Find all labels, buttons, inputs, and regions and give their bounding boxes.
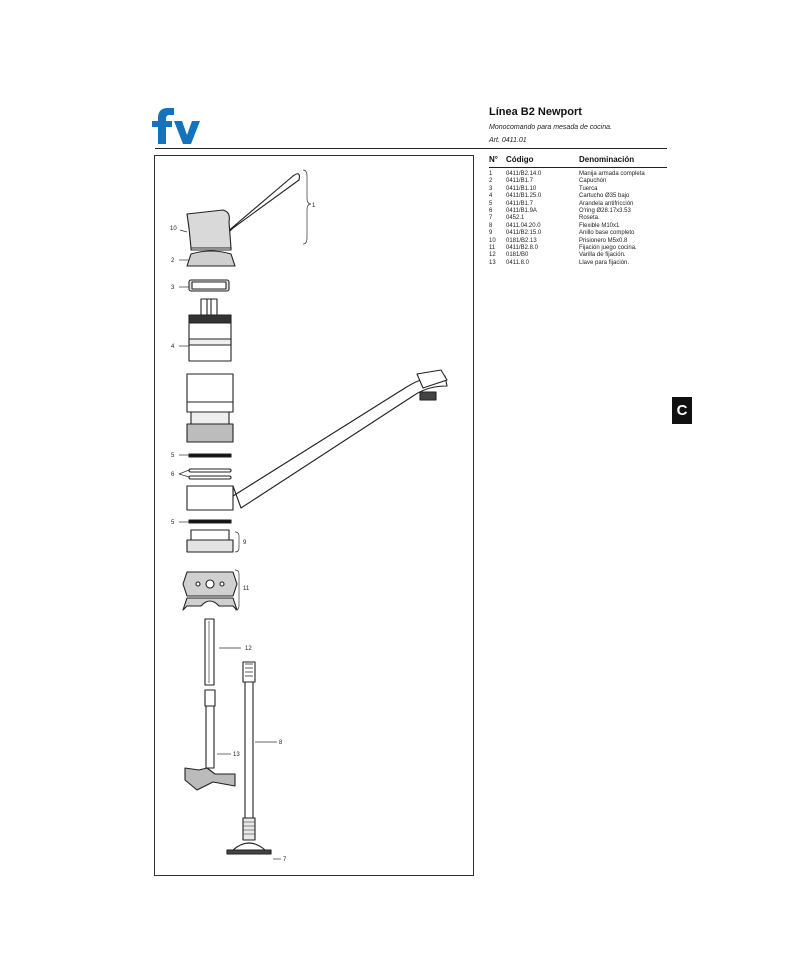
part-code: 0411/B1.10 <box>506 185 537 192</box>
callout-2: 2 <box>171 258 175 264</box>
part-name: Arandela antifricción <box>579 200 634 207</box>
part-name: Manija armada completa <box>579 171 645 177</box>
exploded-diagram-drawing: 1 10 2 3 4 5 6 5 9 11 12 8 13 7 <box>170 169 448 863</box>
callout-11: 11 <box>243 586 250 592</box>
handle-lever <box>219 173 300 239</box>
part-name: Prisionero M5x0.8 <box>579 237 628 244</box>
parts-table: N° Código Denominación 1 0411/B2.14.0 Mani… <box>489 155 667 267</box>
table-row: 9 0411/B2.15.0 Anillo base completo <box>489 230 667 237</box>
part-code: 0411/B1.9A <box>506 208 537 215</box>
callout-5a: 5 <box>171 453 175 459</box>
part-code: 0411.8.0 <box>506 259 529 266</box>
table-row: 13 0411.8.0 Llave para fijación. <box>489 260 667 267</box>
part-code: 0411/B1.25.0 <box>506 193 542 200</box>
table-row: 3 0411/B1.10 Tuerca <box>489 186 667 193</box>
article-number: Art. 0411.01 <box>489 137 527 144</box>
fv-logo-icon <box>152 108 200 144</box>
part-number: 1 <box>489 171 493 177</box>
part-code: 0411/B1.7 <box>506 178 533 185</box>
part-name: Llave para fijación. <box>579 259 630 266</box>
part-number: 11 <box>489 245 496 252</box>
table-row: 6 0411/B1.9A O'ring Ø28.17x3.53 <box>489 208 667 215</box>
part-number: 8 <box>489 222 493 229</box>
fixing-key <box>205 705 215 769</box>
table-row: 11 0411/B2.8.0 Fijación juego cocina. <box>489 245 667 252</box>
table-row: 1 0411/B2.14.0 Manija armada completa <box>489 171 667 178</box>
parts-table-body: 1 0411/B2.14.0 Manija armada completa 2 0411… <box>489 171 667 267</box>
col-header-name: Denominación <box>579 155 635 164</box>
callout-13: 13 <box>233 752 240 758</box>
part-name: Capuchón <box>579 178 607 185</box>
part-code: 0181/B0 <box>506 252 529 259</box>
callout-7: 7 <box>283 857 287 863</box>
parts-table-header: N° Código Denominación <box>489 155 667 168</box>
callout-12: 12 <box>245 646 252 652</box>
base-ring <box>190 529 230 541</box>
part-number: 3 <box>489 185 493 192</box>
part-name: Cartucho Ø35 bajo <box>579 193 630 200</box>
callout-10: 10 <box>170 226 177 232</box>
header-divider <box>155 148 667 149</box>
part-name: Varilla de fijación. <box>579 252 626 259</box>
callout-4: 4 <box>171 344 175 350</box>
callout-6: 6 <box>171 472 175 478</box>
col-header-code: Código <box>506 155 534 164</box>
part-code: 0181/B2.13 <box>506 237 537 244</box>
part-name: Roseta. <box>579 215 600 222</box>
page-subtitle: Monocomando para mesada de cocina. <box>489 124 612 131</box>
table-row: 4 0411/B1.25.0 Cartucho Ø35 bajo <box>489 193 667 200</box>
flexible-hose <box>244 681 254 819</box>
part-number: 6 <box>489 208 493 215</box>
part-name: Anillo base completo <box>579 230 635 237</box>
part-number: 2 <box>489 178 493 185</box>
table-row: 8 0411.04.20.0 Flexible M10x1 <box>489 223 667 230</box>
exploded-diagram: 1 10 2 3 4 5 6 5 9 11 12 8 13 7 <box>154 155 474 876</box>
table-row: 12 0181/B0 Varilla de fijación. <box>489 252 667 259</box>
part-number: 7 <box>489 215 493 222</box>
part-code: 0452.1 <box>506 215 525 222</box>
table-row: 7 0452.1 Roseta. <box>489 215 667 222</box>
part-number: 4 <box>489 193 493 200</box>
callout-1: 1 <box>312 203 316 209</box>
part-number: 9 <box>489 230 493 237</box>
page-title: Línea B2 Newport <box>489 106 582 118</box>
fixing-plate-bottom <box>182 597 238 611</box>
body-lower <box>186 485 234 511</box>
callout-9: 9 <box>243 540 247 546</box>
cartridge-part <box>188 314 232 324</box>
table-row: 2 0411/B1.7 Capuchón <box>489 178 667 185</box>
part-number: 5 <box>489 200 493 207</box>
callout-5b: 5 <box>171 520 175 526</box>
fixing-rod <box>204 618 215 686</box>
part-name: Tuerca <box>579 185 598 192</box>
section-tab: C <box>672 397 692 424</box>
rosette <box>232 842 266 851</box>
body-upper <box>186 373 234 413</box>
part-code: 0411/B2.14.0 <box>506 171 542 177</box>
part-code: 0411/B2.8.0 <box>506 245 538 252</box>
part-name: Fijación juego cocina. <box>579 245 637 252</box>
handle-body <box>186 209 232 249</box>
part-name: Flexible M10x1 <box>579 222 620 229</box>
col-header-no: N° <box>489 155 498 164</box>
callout-3: 3 <box>171 285 175 291</box>
part-code: 0411.04.20.0 <box>506 222 541 229</box>
table-row: 10 0181/B2.13 Prisionero M5x0.8 <box>489 238 667 245</box>
callout-8: 8 <box>279 740 283 746</box>
spout <box>232 375 448 509</box>
part-name: O'ring Ø28.17x3.53 <box>579 208 631 215</box>
part-number: 12 <box>489 252 496 259</box>
part-code: 0411/B2.15.0 <box>506 230 542 237</box>
part-number: 10 <box>489 237 496 244</box>
table-row: 5 0411/B1.7 Arandela antifricción <box>489 201 667 208</box>
cap-part <box>186 250 236 267</box>
part-number: 13 <box>489 259 496 266</box>
part-code: 0411/B1.7 <box>506 200 533 207</box>
